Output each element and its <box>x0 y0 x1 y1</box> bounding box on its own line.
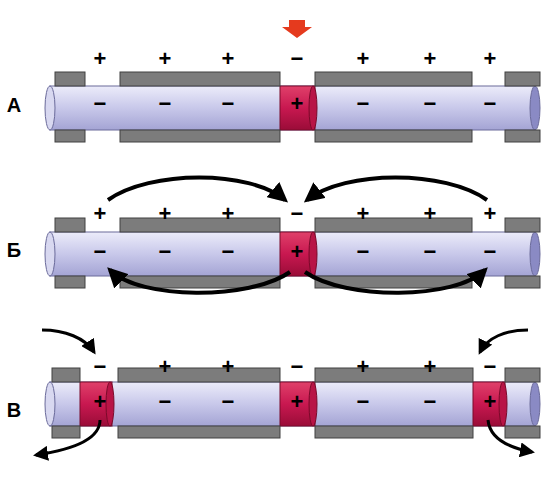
charge-sign: + <box>484 391 497 413</box>
charge-sign: − <box>291 356 304 378</box>
charge-sign: − <box>424 241 437 263</box>
charge-sign: − <box>291 203 304 225</box>
charge-sign: − <box>424 391 437 413</box>
charge-sign: + <box>357 203 370 225</box>
charge-sign: − <box>357 241 370 263</box>
charge-sign: − <box>159 391 172 413</box>
row-letter: Б <box>7 240 21 260</box>
charge-sign: + <box>222 356 235 378</box>
charge-sign: − <box>484 356 497 378</box>
charge-sign: + <box>357 356 370 378</box>
row-letter: В <box>7 400 21 420</box>
charge-sign: − <box>484 241 497 263</box>
charge-sign: + <box>484 48 497 70</box>
charge-sign: + <box>94 391 107 413</box>
charge-sign: + <box>222 48 235 70</box>
charge-sign: + <box>484 203 497 225</box>
charge-sign: + <box>291 391 304 413</box>
axon-row <box>45 72 540 142</box>
charge-sign: − <box>222 241 235 263</box>
axon-row <box>45 368 540 438</box>
charge-sign: + <box>94 203 107 225</box>
charge-sign: + <box>94 48 107 70</box>
charge-sign: + <box>159 203 172 225</box>
current-arrows <box>36 330 532 455</box>
charge-sign: − <box>357 93 370 115</box>
charge-sign: + <box>424 203 437 225</box>
charge-sign: + <box>424 48 437 70</box>
stimulus-arrow <box>282 20 312 38</box>
charge-sign: − <box>94 93 107 115</box>
charge-sign: − <box>484 93 497 115</box>
charge-sign: − <box>94 241 107 263</box>
charge-sign: − <box>159 93 172 115</box>
charge-sign: − <box>424 93 437 115</box>
charge-sign: − <box>222 391 235 413</box>
charge-sign: + <box>159 48 172 70</box>
charge-sign: − <box>159 241 172 263</box>
charge-sign: + <box>291 93 304 115</box>
charge-sign: − <box>94 356 107 378</box>
row-letter: А <box>7 95 21 115</box>
charge-sign: + <box>159 356 172 378</box>
charge-sign: + <box>222 203 235 225</box>
current-arrows <box>108 178 487 293</box>
charge-sign: + <box>357 48 370 70</box>
charge-sign: − <box>291 48 304 70</box>
charge-sign: − <box>357 391 370 413</box>
charge-sign: + <box>424 356 437 378</box>
charge-sign: + <box>291 241 304 263</box>
charge-sign: − <box>222 93 235 115</box>
